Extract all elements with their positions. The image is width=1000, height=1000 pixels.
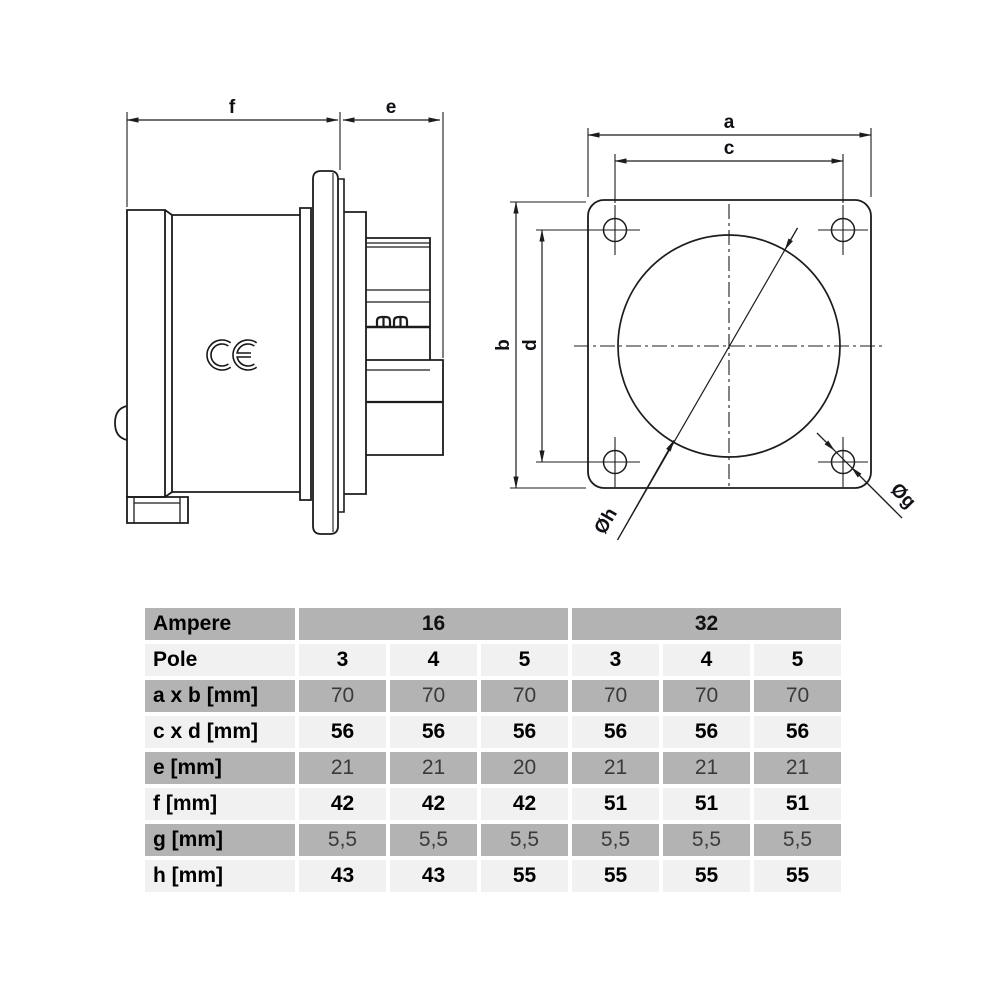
ce-marking-icon (206, 339, 258, 371)
collar (299, 207, 312, 501)
table-cell: 3 (299, 644, 386, 676)
table-row-cxd-label: c x d [mm] (145, 716, 295, 748)
dimension-hole-small: Øg (816, 432, 920, 519)
table-row-axb-label: a x b [mm] (145, 680, 295, 712)
dim-oh-label: Øh (591, 505, 622, 538)
table-row-g-label: g [mm] (145, 824, 295, 856)
table-row-pole-label: Pole (145, 644, 295, 676)
table-cell: 42 (481, 788, 568, 820)
table-cell: 5,5 (481, 824, 568, 856)
table-header-group-16: 16 (299, 608, 568, 640)
rear-cap-outline (126, 209, 173, 498)
table-cell: 55 (754, 860, 841, 892)
flange-side (312, 170, 339, 535)
extension-lines-a (587, 128, 872, 197)
table-cell: 56 (754, 716, 841, 748)
dimension-b: b (493, 201, 586, 489)
mounting-foot-detail (133, 497, 181, 523)
table-cell: 43 (299, 860, 386, 892)
table-cell: 56 (663, 716, 750, 748)
table-cell: 5,5 (754, 824, 841, 856)
socket-upper-block (366, 237, 431, 360)
table-cell: 70 (754, 680, 841, 712)
table-cell: 70 (299, 680, 386, 712)
table-cell: 3 (572, 644, 659, 676)
socket-upper-lines (366, 242, 430, 303)
table-header-ampere: Ampere (145, 608, 295, 640)
dim-b-label: b (493, 339, 514, 351)
table-cell: 70 (390, 680, 477, 712)
screw-heads (375, 315, 409, 327)
table-cell: 55 (572, 860, 659, 892)
hole-crosshairs (590, 205, 868, 487)
dimension-table: Ampere 16 32 Pole 3 4 5 3 4 5 a x b [mm]… (145, 608, 841, 892)
table-cell: 51 (572, 788, 659, 820)
connector-housing (344, 211, 367, 495)
table-cell: 5,5 (299, 824, 386, 856)
table-cell: 4 (663, 644, 750, 676)
table-cell: 21 (754, 752, 841, 784)
table-row-f-label: f [mm] (145, 788, 295, 820)
dimension-a: a (587, 112, 872, 197)
table-cell: 56 (390, 716, 477, 748)
side-view: f e (114, 97, 444, 535)
table-cell: 70 (481, 680, 568, 712)
table-cell: 5 (481, 644, 568, 676)
table-cell: 51 (663, 788, 750, 820)
table-cell: 56 (481, 716, 568, 748)
table-cell: 70 (663, 680, 750, 712)
dimension-hole-large: Øh (591, 227, 799, 541)
dim-c-label: c (724, 138, 735, 159)
table-cell: 5,5 (390, 824, 477, 856)
extension-lines-f (126, 112, 341, 207)
table-cell: 5,5 (572, 824, 659, 856)
table-cell: 56 (299, 716, 386, 748)
mounting-flange (587, 199, 872, 489)
dimension-e: e (342, 97, 444, 358)
table-cell: 21 (390, 752, 477, 784)
dim-e-label: e (386, 97, 397, 118)
table-cell: 5 (754, 644, 841, 676)
table-cell: 21 (663, 752, 750, 784)
table-cell: 21 (299, 752, 386, 784)
socket-lower-block (366, 359, 444, 456)
table-cell: 56 (572, 716, 659, 748)
table-cell: 5,5 (663, 824, 750, 856)
mounting-foot (126, 496, 189, 524)
front-view: a c b d (493, 112, 920, 541)
extension-lines-b (510, 201, 586, 489)
table-cell: 43 (390, 860, 477, 892)
dim-f-label: f (229, 97, 236, 118)
dim-d-label: d (520, 339, 541, 351)
table-cell: 21 (572, 752, 659, 784)
table-row-e-label: e [mm] (145, 752, 295, 784)
table-cell: 42 (390, 788, 477, 820)
table-cell: 20 (481, 752, 568, 784)
extension-lines-c (614, 154, 844, 203)
table-header-group-32: 32 (572, 608, 841, 640)
latch-bump (114, 405, 128, 441)
extension-lines-d (536, 229, 592, 463)
main-body (172, 214, 300, 493)
table-cell: 51 (754, 788, 841, 820)
table-cell: 4 (390, 644, 477, 676)
table-cell: 55 (481, 860, 568, 892)
dimension-c: c (614, 138, 844, 203)
dimension-f: f (126, 97, 341, 207)
table-cell: 70 (572, 680, 659, 712)
table-cell: 55 (663, 860, 750, 892)
table-cell: 42 (299, 788, 386, 820)
table-row-h-label: h [mm] (145, 860, 295, 892)
dimension-d: d (520, 229, 592, 463)
flange-back-plate (338, 178, 345, 513)
dim-a-label: a (724, 112, 735, 133)
